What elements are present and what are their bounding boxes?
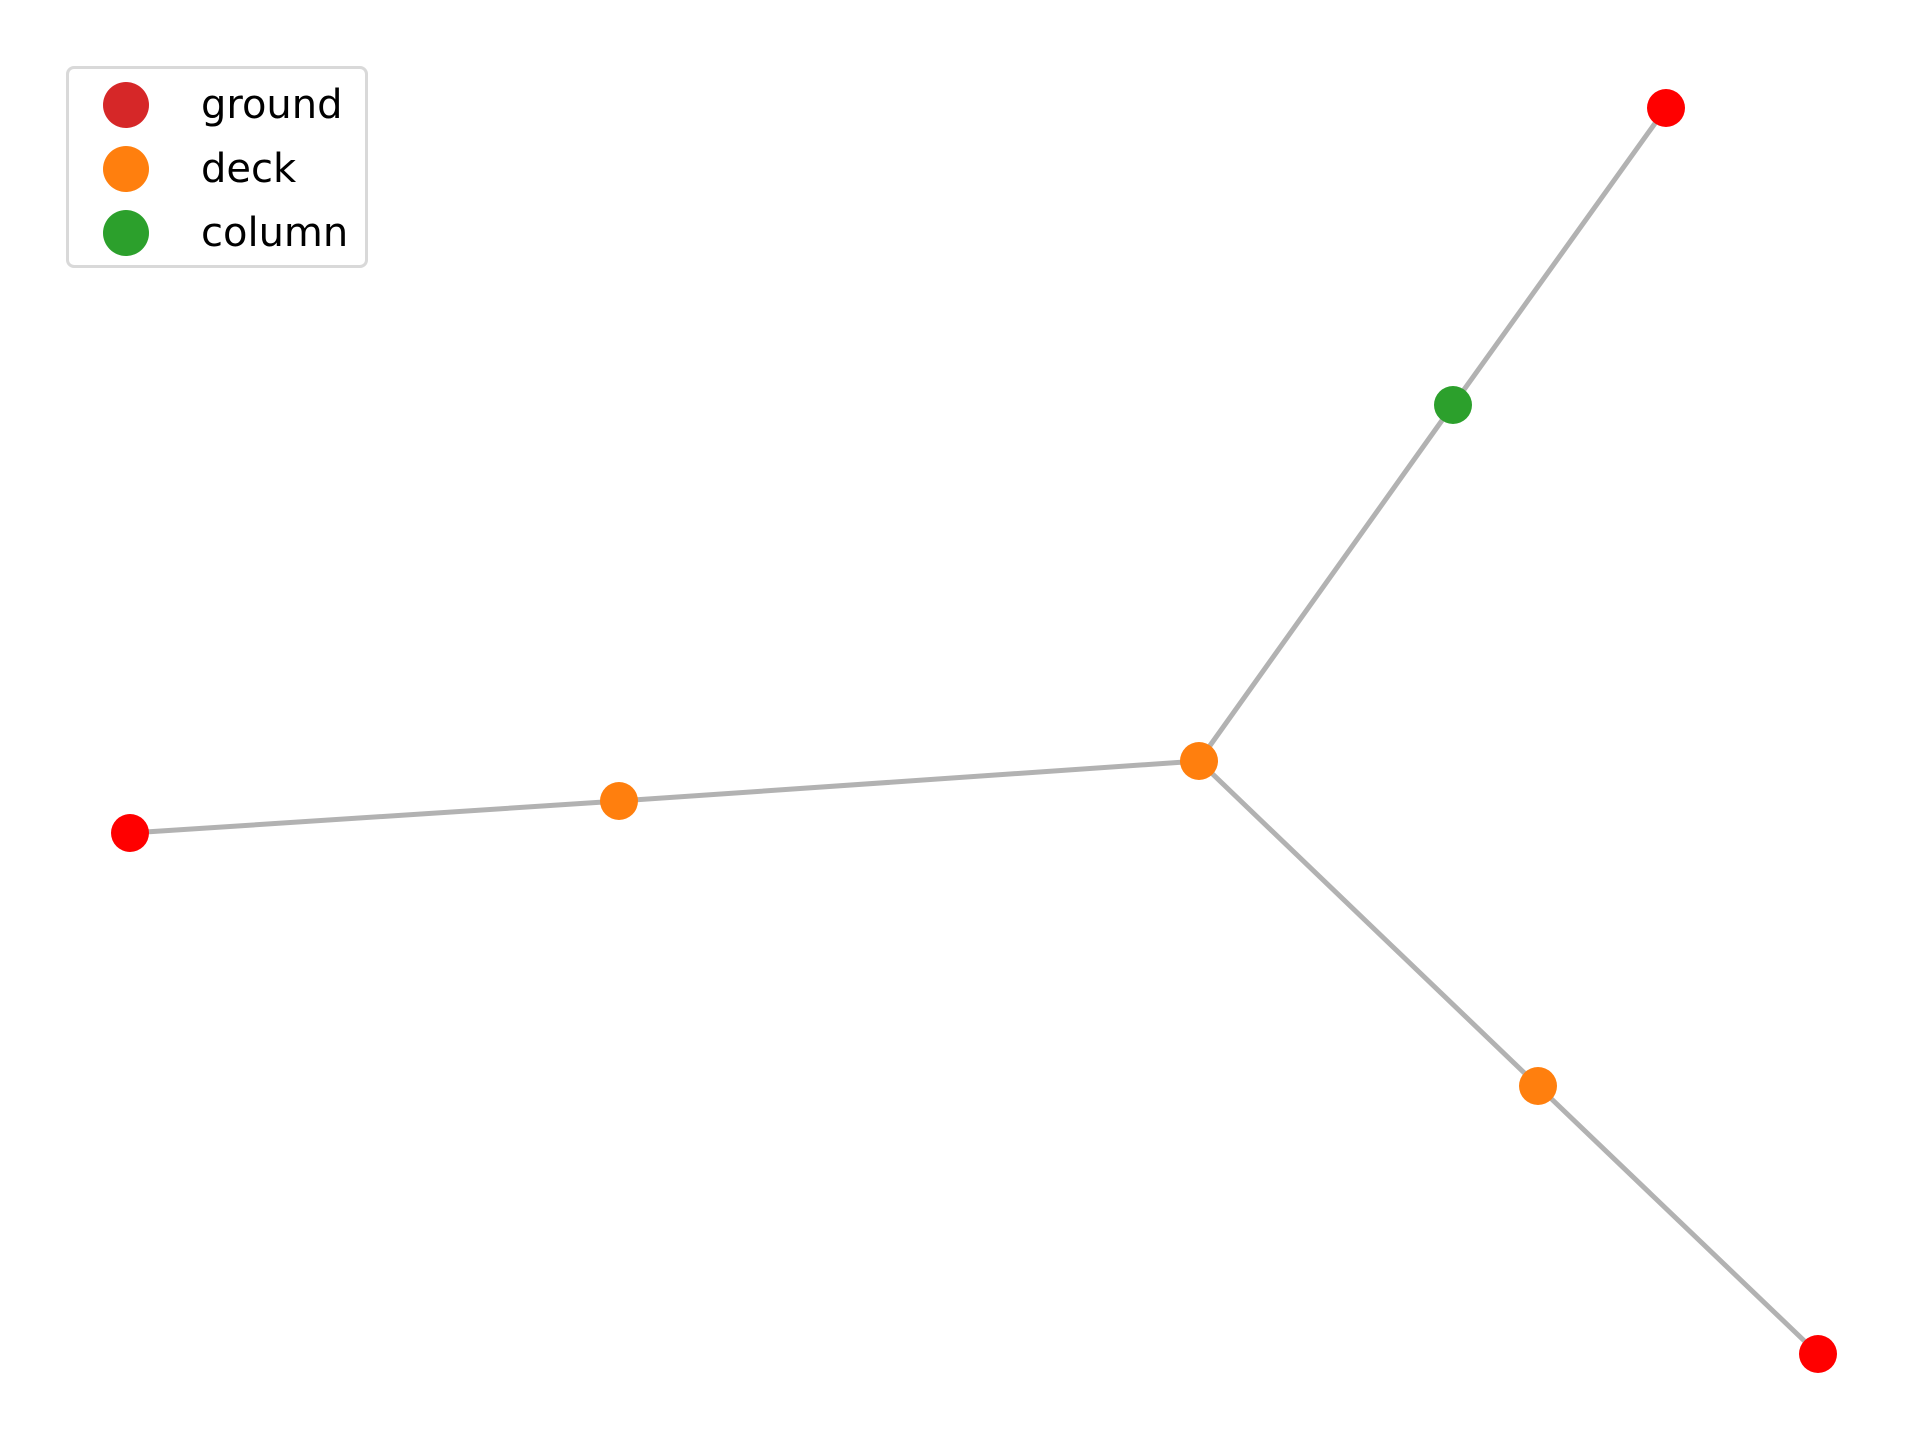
legend: ground deck column [66, 66, 368, 268]
legend-marker-deck [103, 146, 149, 192]
node-layer [111, 89, 1837, 1373]
legend-item-ground: ground [69, 77, 365, 133]
legend-item-column: column [69, 205, 365, 261]
legend-marker-column [103, 210, 149, 256]
edge-deck-center-to-deck-lower-right [1196, 758, 1541, 1089]
legend-label-ground: ground [201, 82, 343, 128]
edge-layer [127, 105, 1821, 1357]
legend-marker-ground [103, 82, 149, 128]
edge-deck-center-to-deck-left [616, 758, 1202, 804]
node-ground-left [111, 814, 149, 852]
edge-column-upper-to-deck-center [1196, 402, 1456, 764]
edge-ground-top-right-to-column-upper [1450, 105, 1669, 408]
legend-label-column: column [201, 210, 349, 256]
edge-deck-lower-right-to-ground-bottom-right [1535, 1083, 1821, 1357]
legend-label-deck: deck [201, 146, 297, 192]
node-deck-lower-right [1519, 1067, 1557, 1105]
edge-deck-left-to-ground-left [127, 798, 622, 836]
node-column-upper [1434, 386, 1472, 424]
node-ground-bottom-right [1799, 1335, 1837, 1373]
node-ground-top-right [1647, 89, 1685, 127]
legend-item-deck: deck [69, 141, 365, 197]
node-deck-left [600, 782, 638, 820]
node-deck-center [1180, 742, 1218, 780]
